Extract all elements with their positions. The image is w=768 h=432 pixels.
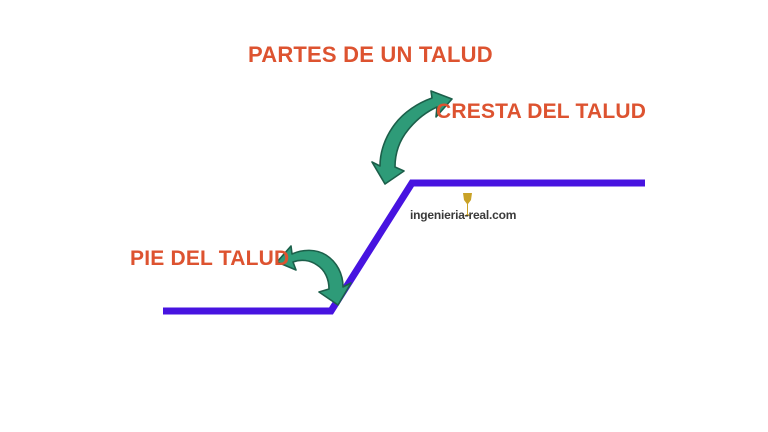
page-title: PARTES DE UN TALUD [248, 42, 493, 67]
toe-pointer-arrow [276, 245, 352, 306]
crest-pointer-arrow [371, 90, 453, 185]
watermark-logo-icon [463, 193, 472, 216]
crest-label: CRESTA DEL TALUD [436, 100, 647, 123]
slope-profile-line [163, 179, 645, 315]
toe-label: PIE DEL TALUD [130, 247, 290, 270]
watermark-text: ingenieria-real.com [410, 208, 517, 222]
